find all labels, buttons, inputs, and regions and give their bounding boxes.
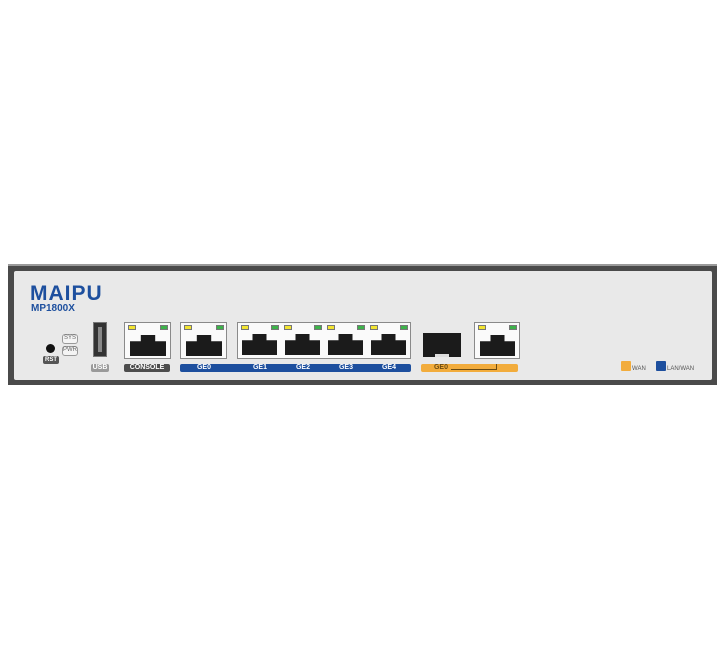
wan-label-bar xyxy=(421,364,518,372)
reset-button[interactable] xyxy=(46,344,55,353)
ge2-port[interactable] xyxy=(281,322,324,359)
combo-bracket-line xyxy=(451,364,497,370)
ge3-port[interactable] xyxy=(324,322,367,359)
ge4-label: GE4 xyxy=(381,364,396,371)
lan-wan-label-bar xyxy=(180,364,411,372)
ge1-label: GE1 xyxy=(252,364,267,371)
sfp-port[interactable] xyxy=(423,333,461,357)
rst-label: RST xyxy=(43,356,59,364)
usb-label: USB xyxy=(91,364,109,372)
lanwan-legend-swatch xyxy=(656,361,666,371)
ge3-label: GE3 xyxy=(338,364,353,371)
ge2-label: GE2 xyxy=(295,364,310,371)
ge0-port[interactable] xyxy=(180,322,227,359)
model-label: MP1800X xyxy=(31,303,75,314)
console-label: CONSOLE xyxy=(124,364,170,372)
lanwan-legend-label: LAN/WAN xyxy=(667,366,695,372)
ge1-port[interactable] xyxy=(238,322,281,359)
usb-port[interactable] xyxy=(93,322,107,357)
brand-logo: MAIPU xyxy=(30,282,103,305)
combo-rj45-port[interactable] xyxy=(474,322,520,359)
console-port[interactable] xyxy=(124,322,171,359)
wan-legend-swatch xyxy=(621,361,631,371)
sfp-ge0-label: GE0 xyxy=(433,364,448,371)
ge4-port[interactable] xyxy=(367,322,410,359)
ge0-label: GE0 xyxy=(196,364,211,371)
wan-legend-label: WAN xyxy=(632,366,646,372)
sys-indicator: SYS xyxy=(62,334,78,344)
pwr-indicator: PWR xyxy=(62,346,78,356)
